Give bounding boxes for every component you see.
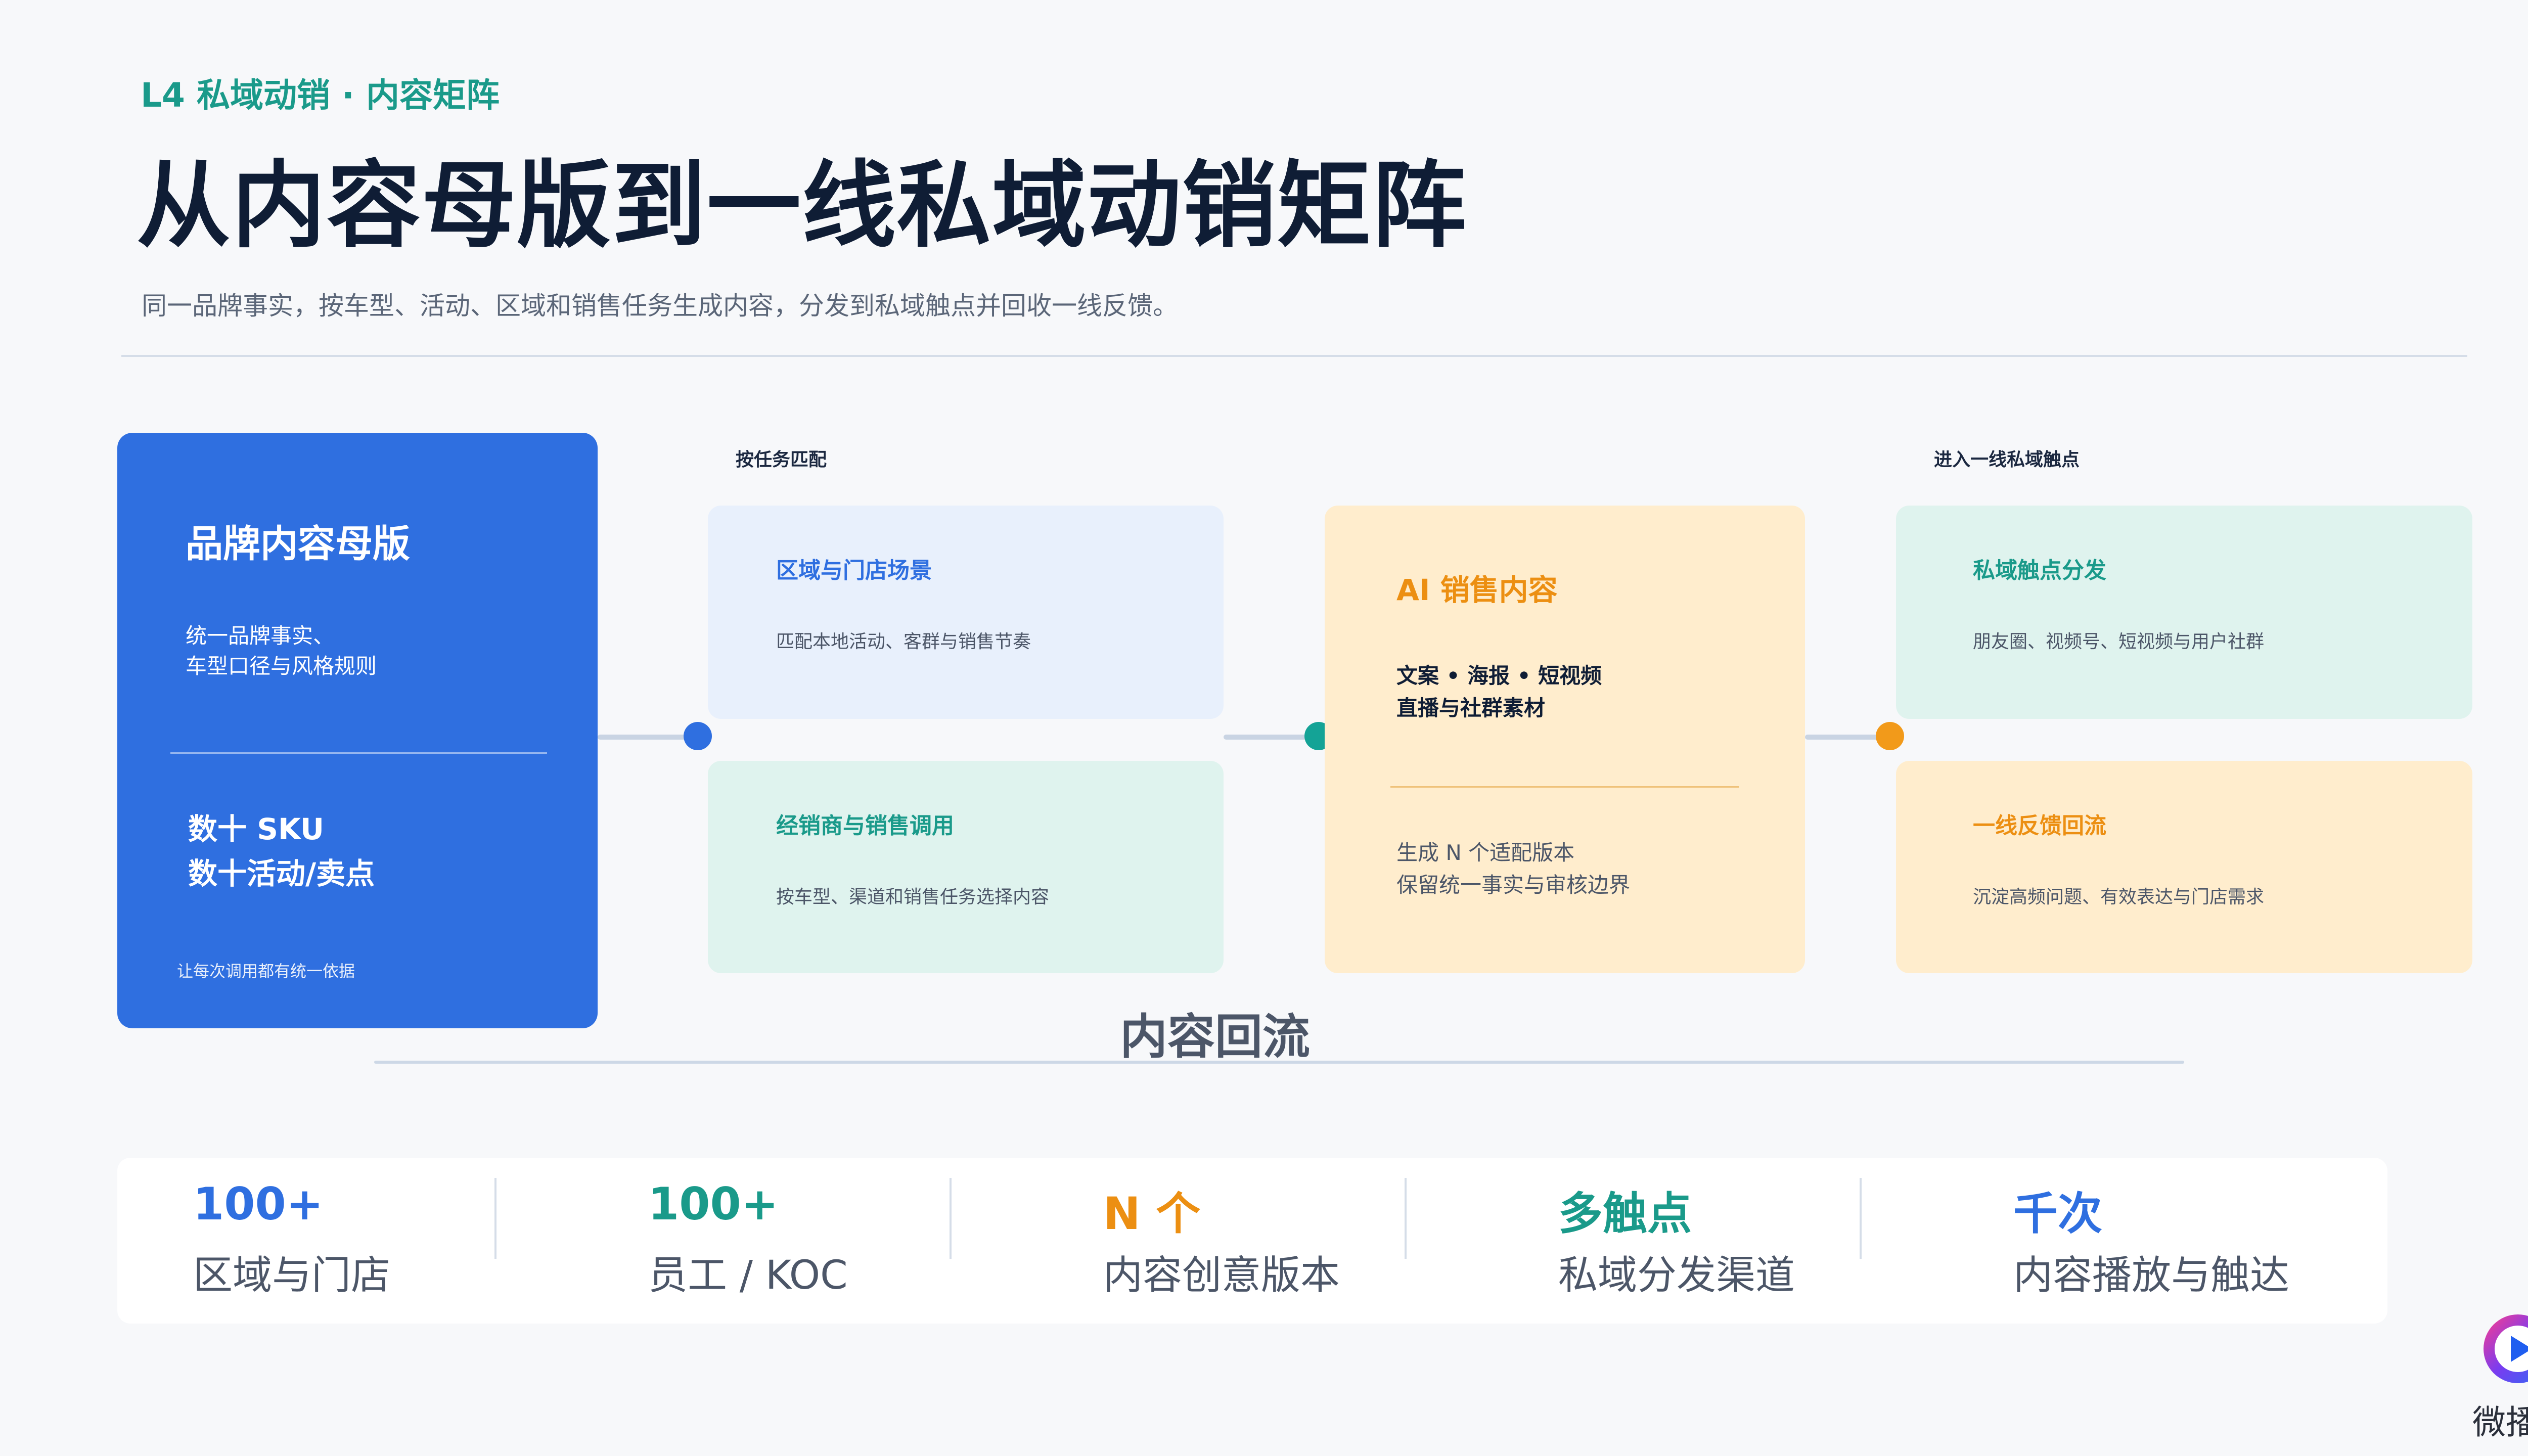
- ai-card-divider: [1390, 786, 1739, 788]
- touch-card-feedback: 一线反馈回流 沉淀高频问题、有效表达与门店需求: [1896, 761, 2472, 973]
- play-logo-icon: [2484, 1314, 2528, 1383]
- content-loop-label: 内容回流: [1120, 1010, 1311, 1065]
- stat-divider: [494, 1178, 496, 1259]
- logo-text: 微播易: [2472, 1403, 2528, 1442]
- stat-channels-label: 私域分发渠道: [1558, 1253, 1795, 1298]
- stat-versions: N 个 内容创意版本: [1027, 1158, 1482, 1324]
- match-card-dealer-title: 经销商与销售调用: [776, 813, 954, 839]
- touch-card-feedback-desc: 沉淀高频问题、有效表达与门店需求: [1973, 887, 2265, 907]
- stat-staff-label: 员工 / KOC: [648, 1253, 848, 1298]
- ai-card-formats-line1: 文案 • 海报 • 短视频: [1396, 663, 1602, 688]
- page-title: 从内容母版到一线私域动销矩阵: [137, 151, 1468, 260]
- node-dot-blue: [684, 722, 712, 750]
- match-card-region-title: 区域与门店场景: [776, 558, 932, 583]
- brand-card-desc: 统一品牌事实、 车型口径与风格规则: [186, 621, 377, 681]
- eyebrow-label: L4 私域动销 · 内容矩阵: [141, 76, 500, 115]
- brand-logo: 微播易: [2467, 1289, 2528, 1451]
- stat-staff-value: 100+: [648, 1178, 779, 1230]
- content-loop-line: [374, 1061, 2184, 1064]
- brand-master-card: 品牌内容母版 统一品牌事实、 车型口径与风格规则 数十 SKU 数十活动/卖点 …: [117, 433, 598, 1028]
- stat-staff: 100+ 员工 / KOC: [572, 1158, 1027, 1324]
- connector-ai-to-touch: [1805, 735, 1899, 740]
- brand-card-divider: [170, 752, 547, 754]
- ai-card-title: AI 销售内容: [1396, 573, 1558, 607]
- stat-channels: 多触点 私域分发渠道: [1482, 1158, 1937, 1324]
- stat-versions-value: N 个: [1103, 1188, 1201, 1240]
- connector-match-to-ai: [1224, 735, 1325, 740]
- stat-divider: [1860, 1178, 1862, 1259]
- touch-card-feedback-title: 一线反馈回流: [1973, 813, 2106, 839]
- brand-card-sku: 数十 SKU: [188, 812, 324, 846]
- match-card-dealer: 经销商与销售调用 按车型、渠道和销售任务选择内容: [708, 761, 1224, 973]
- stat-channels-value: 多触点: [1558, 1188, 1692, 1240]
- header-divider: [121, 355, 2467, 357]
- stat-reach: 千次 内容播放与触达: [1937, 1158, 2387, 1324]
- ai-card-formats: 文案 • 海报 • 短视频 直播与社群素材: [1396, 660, 1602, 724]
- ai-card-desc: 生成 N 个适配版本 保留统一事实与审核边界: [1396, 837, 1630, 901]
- match-card-dealer-desc: 按车型、渠道和销售任务选择内容: [776, 887, 1050, 907]
- page-subtitle: 同一品牌事实，按车型、活动、区域和销售任务生成内容，分发到私域触点并回收一线反馈…: [142, 291, 1178, 321]
- node-dot-orange: [1876, 722, 1904, 750]
- step-label-touchpoint: 进入一线私域触点: [1934, 449, 2080, 470]
- connector-brand-to-match: [598, 735, 709, 740]
- match-card-region-desc: 匹配本地活动、客群与销售节奏: [776, 631, 1031, 652]
- touch-card-distribution: 私域触点分发 朋友圈、视频号、短视频与用户社群: [1896, 506, 2472, 719]
- match-card-region: 区域与门店场景 匹配本地活动、客群与销售节奏: [708, 506, 1224, 719]
- step-label-match: 按任务匹配: [736, 449, 827, 470]
- stat-reach-value: 千次: [2013, 1188, 2103, 1240]
- stats-bar: 100+ 区域与门店 100+ 员工 / KOC N 个 内容创意版本 多触点 …: [117, 1158, 2387, 1324]
- brand-card-title: 品牌内容母版: [186, 522, 410, 566]
- brand-card-note: 让每次调用都有统一依据: [177, 962, 355, 981]
- ai-card-desc-line1: 生成 N 个适配版本: [1396, 840, 1575, 865]
- brand-card-desc-line1: 统一品牌事实、: [186, 623, 335, 648]
- stat-divider: [950, 1178, 952, 1259]
- stat-regions-value: 100+: [193, 1178, 324, 1230]
- stat-regions-label: 区域与门店: [193, 1253, 391, 1298]
- brand-card-desc-line2: 车型口径与风格规则: [186, 654, 377, 678]
- brand-card-activities: 数十活动/卖点: [188, 856, 375, 891]
- touch-card-distribution-title: 私域触点分发: [1973, 558, 2106, 583]
- stat-divider: [1405, 1178, 1407, 1259]
- stat-versions-label: 内容创意版本: [1103, 1253, 1340, 1298]
- ai-content-card: AI 销售内容 文案 • 海报 • 短视频 直播与社群素材 生成 N 个适配版本…: [1325, 506, 1805, 973]
- stat-reach-label: 内容播放与触达: [2013, 1253, 2290, 1298]
- touch-card-distribution-desc: 朋友圈、视频号、短视频与用户社群: [1973, 631, 2265, 652]
- ai-card-formats-line2: 直播与社群素材: [1396, 696, 1546, 720]
- ai-card-desc-line2: 保留统一事实与审核边界: [1396, 873, 1631, 897]
- brand-card-scale: 数十 SKU 数十活动/卖点: [188, 807, 375, 896]
- stat-regions: 100+ 区域与门店: [117, 1158, 572, 1324]
